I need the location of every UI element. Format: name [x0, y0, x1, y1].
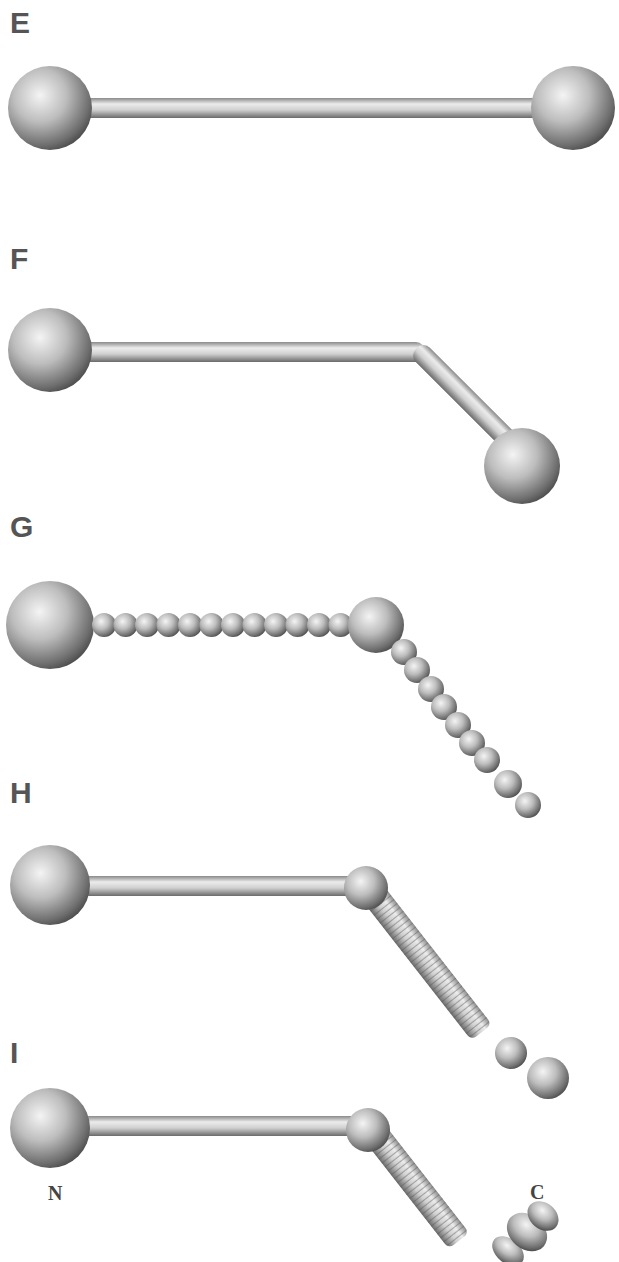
panel-letter: I — [10, 1038, 18, 1068]
bead — [135, 613, 159, 637]
panel-letter: E — [10, 8, 30, 38]
terminus-label: N — [48, 1183, 62, 1203]
panel-letter: G — [10, 512, 33, 542]
panel-h-model — [10, 845, 569, 1099]
panel-g-model — [6, 581, 541, 818]
bead — [264, 613, 288, 637]
bead — [494, 770, 522, 798]
bead — [221, 613, 245, 637]
panel-letter: H — [10, 778, 32, 808]
panel-f-model — [8, 308, 560, 504]
bead — [307, 613, 331, 637]
panel-e-model — [8, 66, 615, 150]
panel-letter: F — [10, 244, 28, 274]
terminus-label: C — [530, 1182, 544, 1202]
bead — [114, 613, 138, 637]
bead — [92, 613, 116, 637]
bead — [200, 613, 224, 637]
bead — [286, 613, 310, 637]
bead — [178, 613, 202, 637]
panel-i-model — [10, 1088, 564, 1262]
bead — [243, 613, 267, 637]
bead — [474, 747, 500, 773]
bead — [157, 613, 181, 637]
bead — [515, 792, 541, 818]
